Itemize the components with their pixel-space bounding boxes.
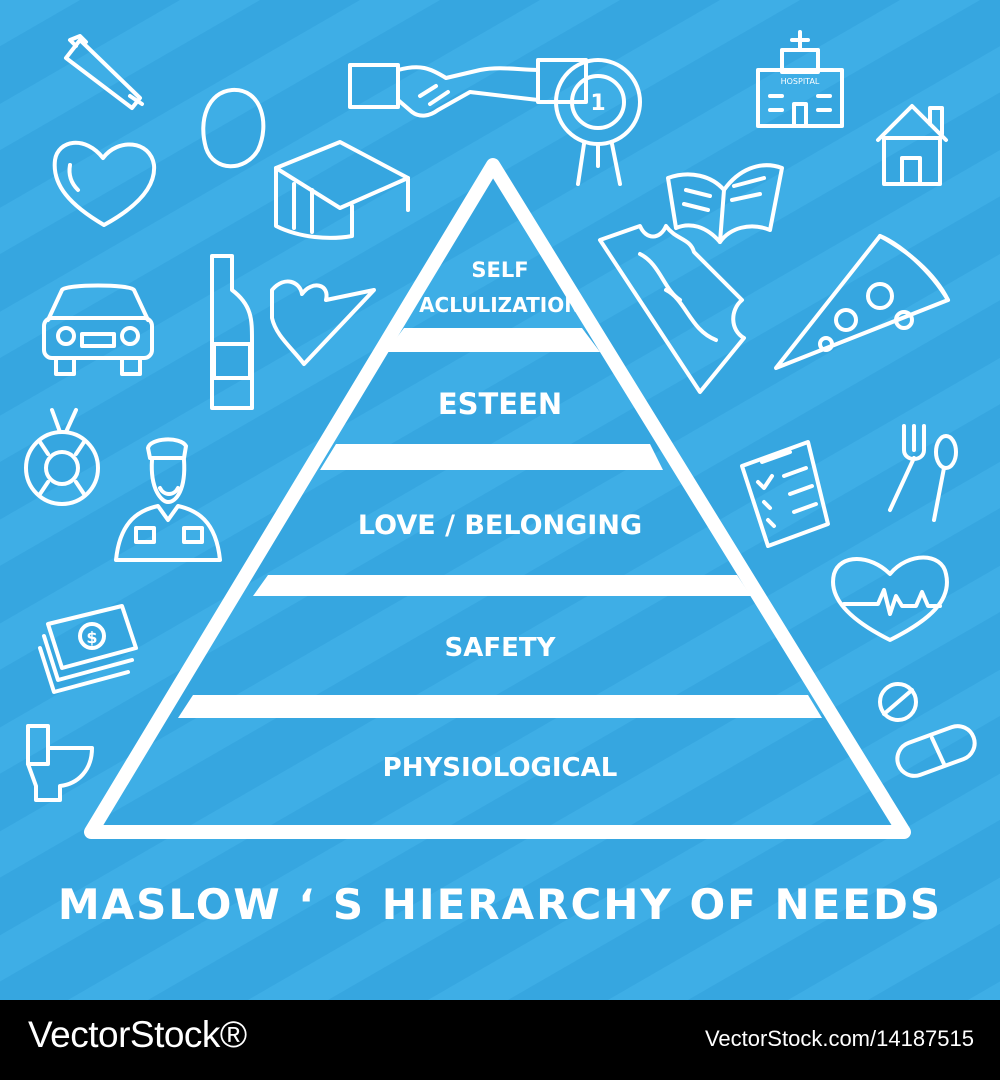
tier-label-self-line1: SELF xyxy=(471,258,529,282)
checklist-icon xyxy=(740,440,830,548)
tier-divider-2 xyxy=(320,444,663,470)
book-icon xyxy=(666,163,784,244)
car-icon xyxy=(42,283,154,376)
pencil-icon xyxy=(64,34,144,110)
watermark-id: VectorStock.com/14187515 xyxy=(704,1026,974,1051)
puzzle-icon xyxy=(270,224,746,394)
graduation-cap-icon xyxy=(274,140,410,240)
tier-label-safety: SAFETY xyxy=(444,633,556,663)
tier-label-esteem: ESTEEN xyxy=(437,387,563,421)
heart-icon xyxy=(52,140,157,227)
house-icon xyxy=(876,104,948,186)
toilet-icon xyxy=(26,724,94,802)
pill-icon xyxy=(878,682,977,778)
tier-label-self-line2: ACLULIZATION xyxy=(419,293,581,317)
pyramid xyxy=(84,158,911,839)
police-officer-icon xyxy=(114,437,222,562)
watermark-brand: VectorStock® xyxy=(28,1014,247,1055)
handshake-icon xyxy=(348,58,588,118)
money-symbol: $ xyxy=(86,628,97,647)
background xyxy=(0,0,1000,1000)
pyramid-outline xyxy=(84,158,911,839)
heartbeat-icon xyxy=(831,555,949,642)
illustration: 1 HOSPITAL xyxy=(0,0,1000,1000)
hospital-sign: HOSPITAL xyxy=(781,77,820,86)
pizza-icon xyxy=(774,234,950,370)
tier-divider-3 xyxy=(253,575,751,596)
lifebuoy-icon xyxy=(24,408,100,506)
tier-label-physiological: PHYSIOLOGICAL xyxy=(382,753,618,783)
tier-label-love-belonging: LOVE / BELONGING xyxy=(357,510,643,541)
medal-icon: 1 xyxy=(554,58,642,186)
bottle-icon xyxy=(210,254,254,410)
tier-divider-1 xyxy=(386,328,600,352)
fork-spoon-icon xyxy=(888,424,958,522)
tier-divider-4 xyxy=(178,695,822,718)
poster-title: MASLOW ʻ S HIERARCHY OF NEEDS xyxy=(57,880,943,929)
hospital-icon: HOSPITAL xyxy=(756,30,844,128)
egg-icon xyxy=(201,87,266,169)
money-icon: $ xyxy=(38,604,138,694)
medal-number: 1 xyxy=(590,91,605,116)
watermark-bar: VectorStock® VectorStock.com/14187515 xyxy=(0,1000,1000,1080)
